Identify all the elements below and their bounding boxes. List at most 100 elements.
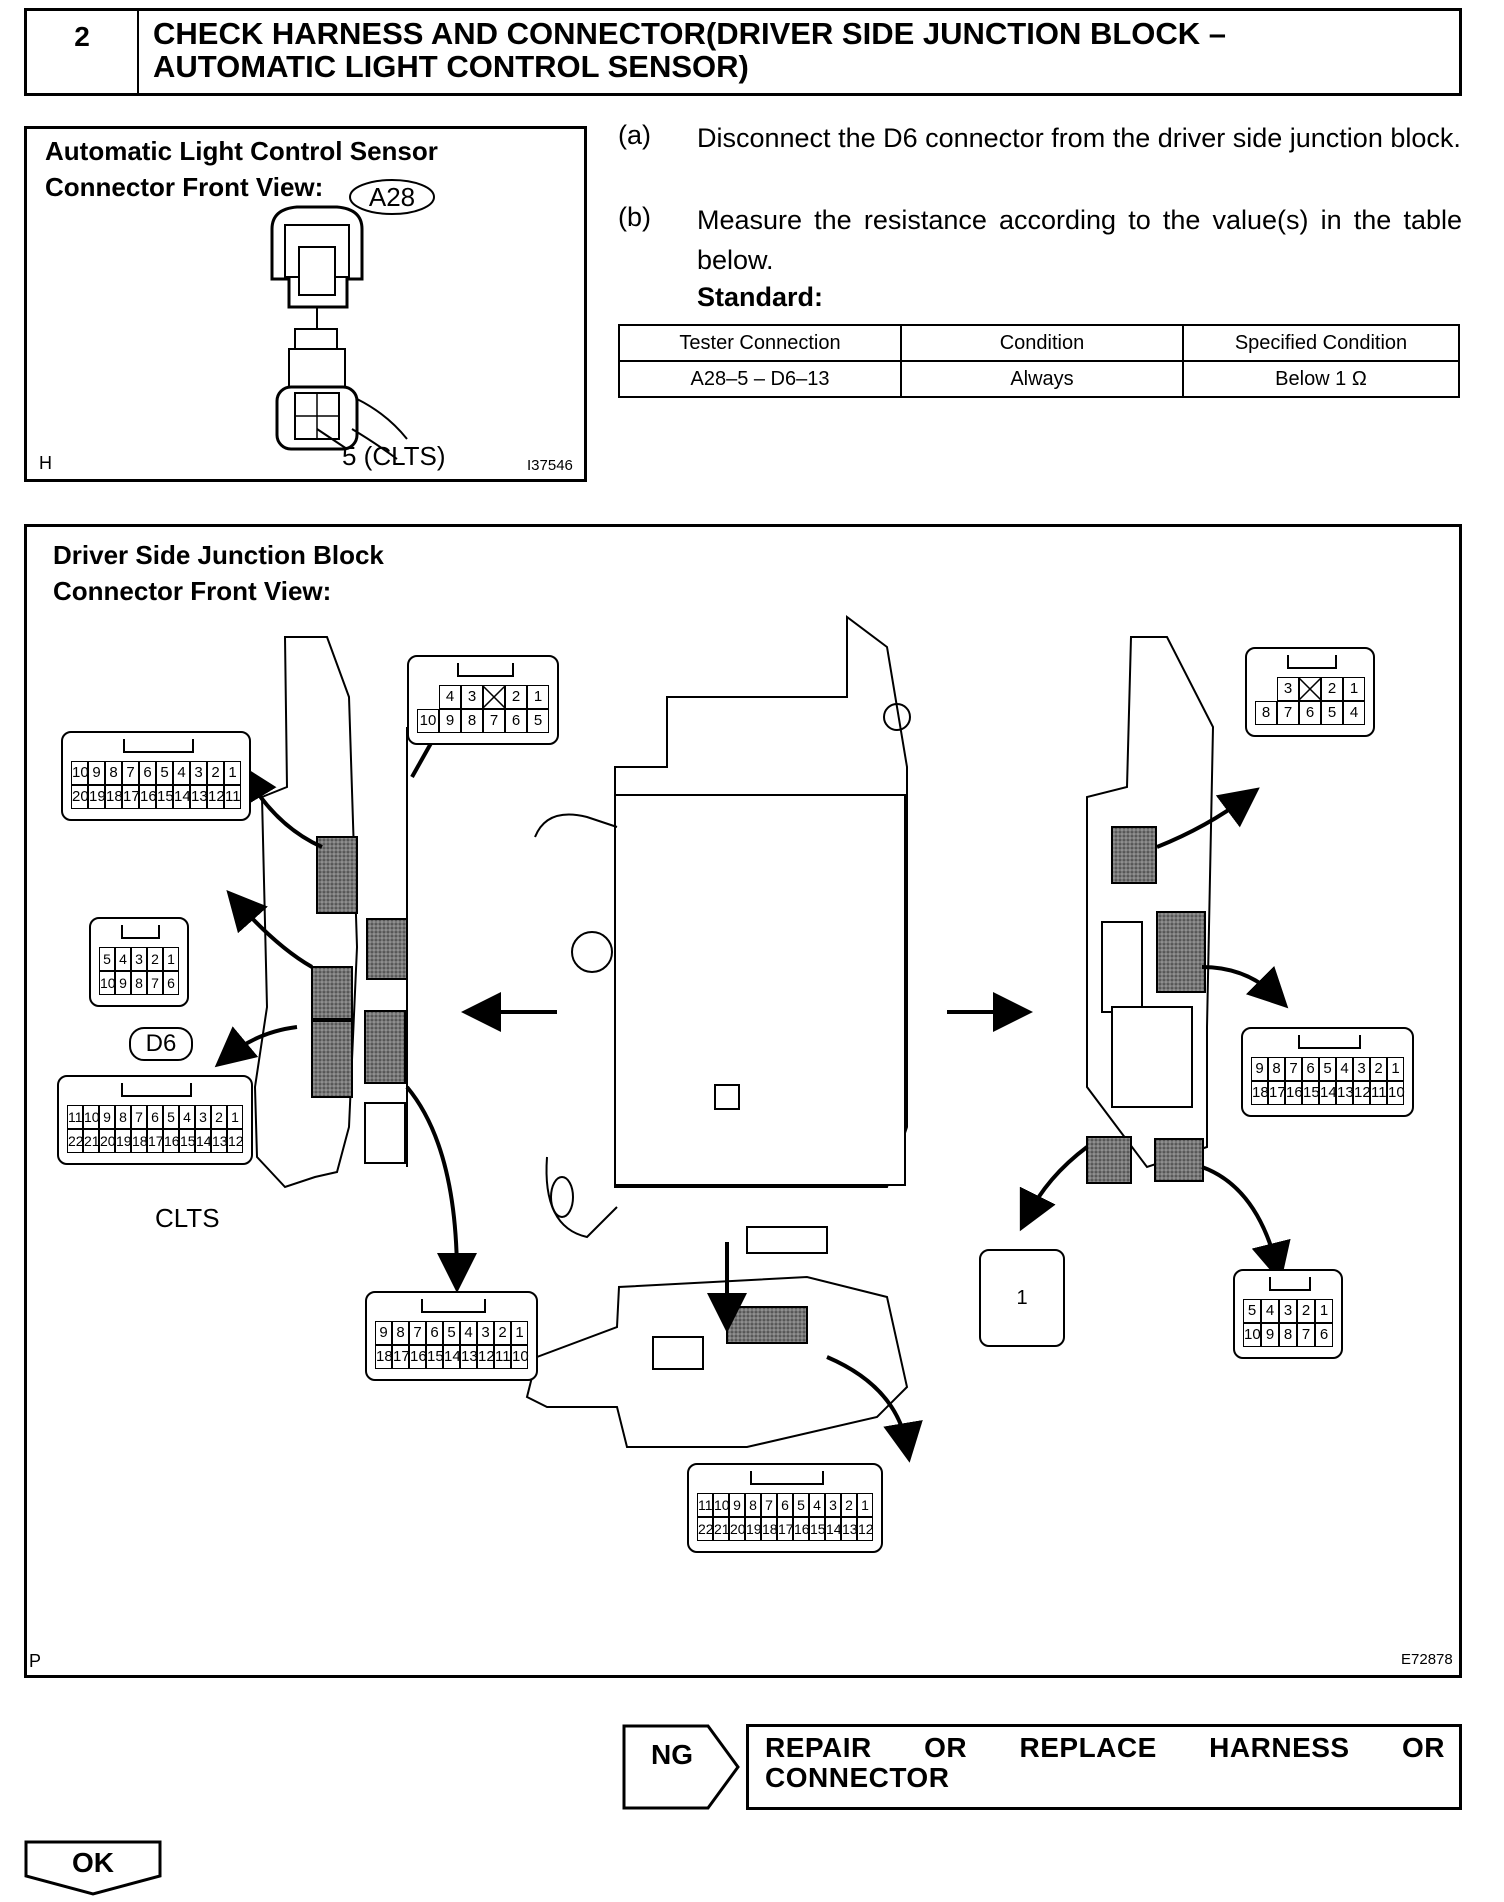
connector-pin: 15 <box>426 1345 444 1369</box>
ng-result-text: REPAIR OR REPLACE HARNESS OR CONNECTOR <box>765 1732 1445 1793</box>
connector-pin: 5 <box>1321 701 1343 725</box>
connector-pin: 14 <box>173 785 191 809</box>
connector-pin: 7 <box>761 1493 777 1517</box>
connector-pin: 17 <box>777 1517 794 1541</box>
sensor-figure-title: Automatic Light Control Sensor Connector… <box>45 136 438 202</box>
connector-pin: 4 <box>809 1493 825 1517</box>
connector-pin: 4 <box>1261 1299 1279 1323</box>
connector-pin: 21 <box>713 1517 730 1541</box>
connector-pin: 8 <box>105 761 122 785</box>
connector-pin: 8 <box>745 1493 761 1517</box>
table-cell: A28–5 – D6–13 <box>618 360 902 398</box>
connector-pin: 1 <box>511 1321 528 1345</box>
connector-pin: 20 <box>71 785 89 809</box>
connector-pin: 1 <box>1387 1057 1404 1081</box>
connector-pin: 6 <box>777 1493 793 1517</box>
connector-pin: 12 <box>227 1129 244 1153</box>
connector-pin: 19 <box>88 785 106 809</box>
connector-pin: 8 <box>1279 1323 1297 1347</box>
connector-pin: 2 <box>1370 1057 1387 1081</box>
connector-pin: 17 <box>122 785 140 809</box>
connector-pin: 12 <box>857 1517 874 1541</box>
connector-pin: 17 <box>1268 1081 1286 1105</box>
connector-pin: 2 <box>841 1493 857 1517</box>
connector-pin: 6 <box>147 1105 163 1129</box>
connector-pin: 10 <box>713 1493 730 1517</box>
connector-pin: 3 <box>461 685 483 709</box>
connector-pin: 11 <box>224 785 241 809</box>
connector-pin: 13 <box>211 1129 228 1153</box>
connector-pin: 6 <box>1302 1057 1319 1081</box>
connector-pin: 7 <box>131 1105 147 1129</box>
ok-tag: OK <box>24 1840 162 1896</box>
connector-pin: 9 <box>88 761 105 785</box>
connector-pin: 2 <box>1321 677 1343 701</box>
sensor-figure-corner-letter: H <box>39 453 52 473</box>
ng-result-box: REPAIR OR REPLACE HARNESS OR CONNECTOR <box>746 1724 1462 1810</box>
spec-table-header-row: Tester Connection Condition Specified Co… <box>618 324 1460 362</box>
connector-pin: 6 <box>1299 701 1321 725</box>
connector-pin: 10 <box>417 709 439 733</box>
connector-pin: 11 <box>494 1345 511 1369</box>
connector-pin: 5 <box>99 947 115 971</box>
connector-pin: 6 <box>163 971 179 995</box>
connector-pin: 4 <box>1343 701 1365 725</box>
connector-pin: 11 <box>697 1493 713 1517</box>
connector-pin: 5 <box>793 1493 809 1517</box>
connector-pin: 4 <box>439 685 461 709</box>
connector-pin: 2 <box>147 947 163 971</box>
connector-pin: 3 <box>825 1493 841 1517</box>
connector-pin: 3 <box>477 1321 494 1345</box>
connector-latch <box>420 1299 486 1313</box>
connector-pin: 17 <box>392 1345 410 1369</box>
connector-pin: 2 <box>494 1321 511 1345</box>
connector-pin: 4 <box>115 947 131 971</box>
connector-pin: 10 <box>83 1105 100 1129</box>
connector-latch <box>123 739 194 753</box>
connector-pin: 3 <box>1277 677 1299 701</box>
connector-pin: 2 <box>1297 1299 1315 1323</box>
connector-pin: 7 <box>1277 701 1299 725</box>
connector-pin: 4 <box>179 1105 195 1129</box>
connector-pin: 22 <box>697 1517 714 1541</box>
connector-pin: 18 <box>761 1517 778 1541</box>
connector-pin: 18 <box>1251 1081 1269 1105</box>
junction-figure-corner-letter: P <box>29 1651 42 1671</box>
connector-pin: 8 <box>115 1105 131 1129</box>
connector-pin: 1 <box>227 1105 243 1129</box>
connector-pin: 16 <box>1285 1081 1303 1105</box>
connector-pin: 7 <box>147 971 163 995</box>
connector-pin: 11 <box>67 1105 83 1129</box>
spec-table-header: Tester Connection <box>618 324 902 362</box>
connector-pin: 15 <box>156 785 174 809</box>
connector-latch <box>1297 1035 1361 1049</box>
step-title: CHECK HARNESS AND CONNECTOR(DRIVER SIDE … <box>153 16 1227 84</box>
connector-pin: 16 <box>793 1517 810 1541</box>
connector-pin: 22 <box>67 1129 84 1153</box>
connector-pin: 4 <box>173 761 190 785</box>
step-a-letter: (a) <box>618 120 651 150</box>
connector-pin: 18 <box>105 785 123 809</box>
connector-pin: 8 <box>461 709 483 733</box>
connector-pin: 7 <box>1297 1323 1315 1347</box>
connector-pin: 10 <box>511 1345 529 1369</box>
connector-pin: 10 <box>99 971 116 995</box>
connector-pin: 19 <box>745 1517 762 1541</box>
connector-pin: 12 <box>477 1345 495 1369</box>
connector-latch <box>1269 1277 1311 1291</box>
connector-pin: 1 <box>857 1493 873 1517</box>
connector-pin: 15 <box>809 1517 826 1541</box>
